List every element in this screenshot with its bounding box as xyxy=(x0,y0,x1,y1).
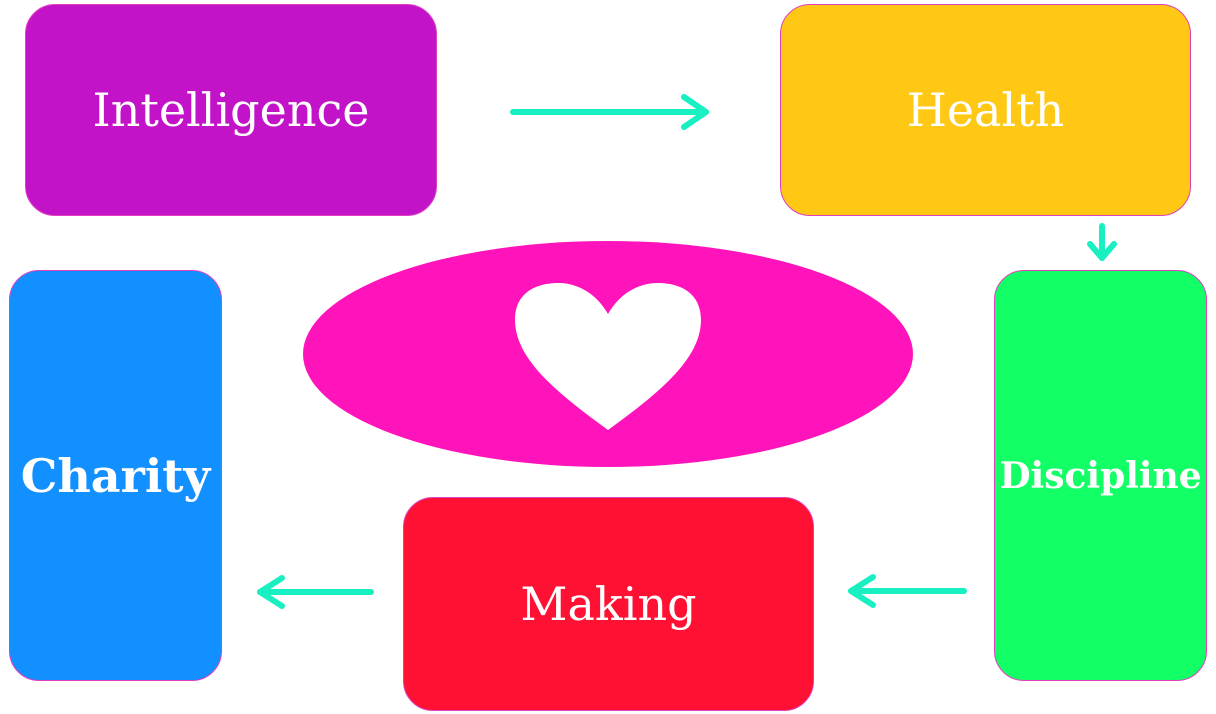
arrow-health-to-discipline xyxy=(1087,223,1117,261)
center-ellipse xyxy=(303,241,913,467)
node-charity-label: Charity xyxy=(20,448,211,503)
node-discipline-label: Discipline xyxy=(999,454,1202,497)
heart-icon xyxy=(515,283,701,430)
node-intelligence-label: Intelligence xyxy=(92,83,370,137)
node-intelligence: Intelligence xyxy=(25,4,437,216)
arrow-intelligence-to-health xyxy=(510,94,709,130)
node-discipline: Discipline xyxy=(994,270,1207,681)
node-health: Health xyxy=(780,4,1191,216)
arrow-making-to-charity xyxy=(257,575,374,609)
node-charity: Charity xyxy=(9,270,222,681)
node-making: Making xyxy=(403,497,814,711)
node-making-label: Making xyxy=(520,577,697,631)
arrow-discipline-to-making xyxy=(848,574,967,608)
node-health-label: Health xyxy=(906,83,1065,137)
